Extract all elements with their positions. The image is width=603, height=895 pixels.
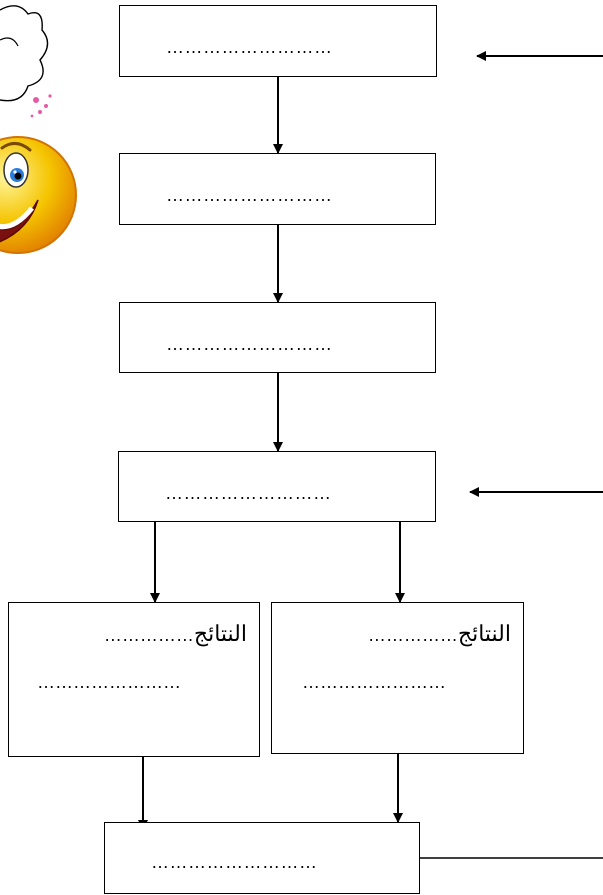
cloud-icon [0,5,49,102]
flow-box-1-text: ……………………… [166,37,333,57]
result-box-right[interactable]: النتائج…………… …………………… [271,602,524,754]
flow-box-2-text: ……………………… [166,185,333,205]
flow-box-1[interactable]: ……………………… [119,5,437,77]
result-box-right-line2: …………………… [302,672,446,692]
sparkle-icon [30,94,52,118]
result-box-left-line2: …………………… [37,672,181,692]
final-box[interactable]: ……………………… [104,822,420,894]
result-box-left[interactable]: النتائج…………… …………………… [8,602,260,757]
flow-box-4-text: ……………………… [165,483,332,503]
flow-box-2[interactable]: ……………………… [119,153,436,225]
laughing-face-icon [0,136,77,254]
final-box-text: ……………………… [151,852,318,872]
flow-box-3[interactable]: ……………………… [119,302,436,373]
flow-box-4[interactable]: ……………………… [118,451,436,522]
result-box-right-label: النتائج…………… [367,621,511,646]
flow-box-3-text: ……………………… [166,334,333,354]
result-box-left-label: النتائج…………… [103,621,247,646]
